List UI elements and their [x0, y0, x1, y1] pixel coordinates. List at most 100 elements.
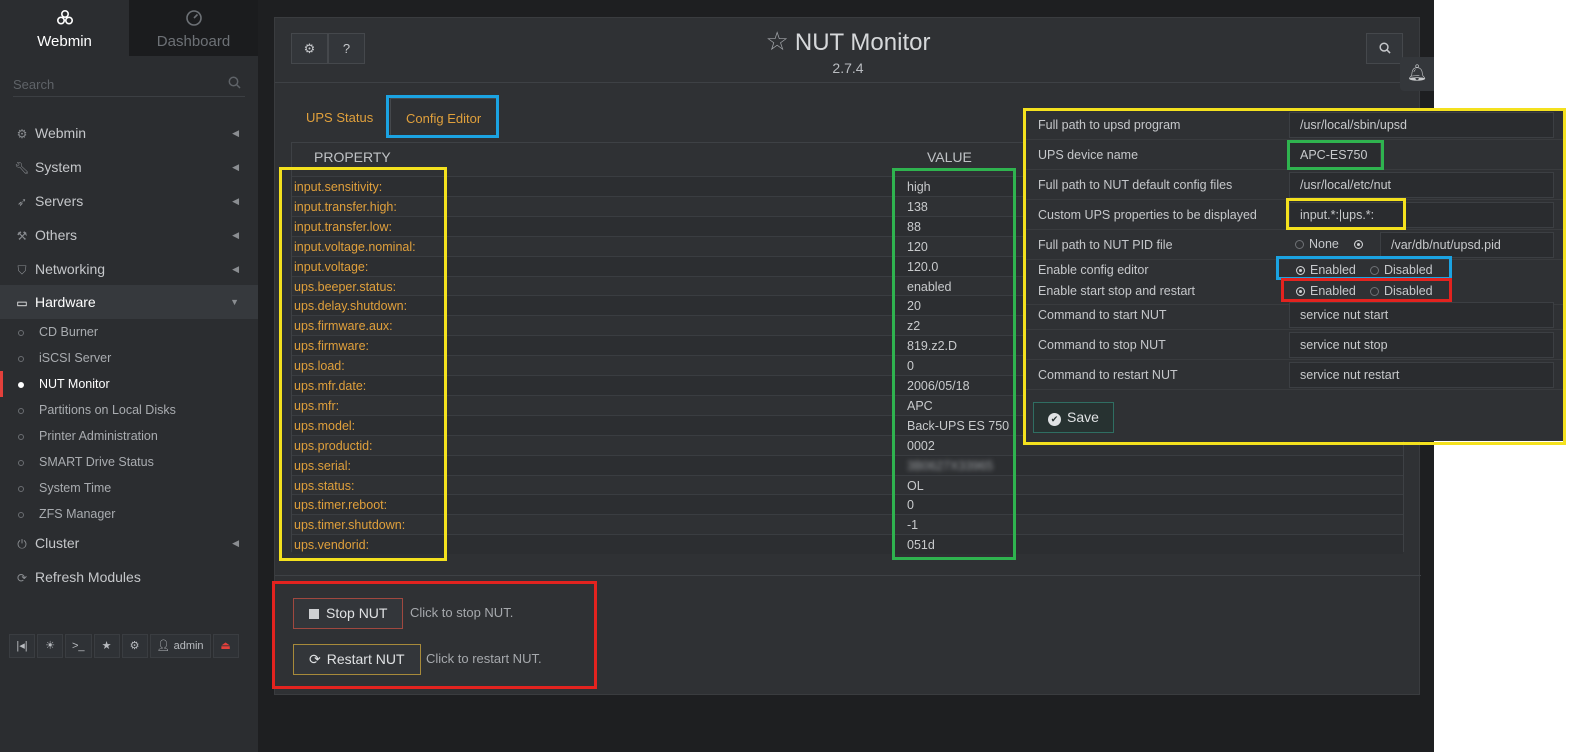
logout-icon[interactable]: ⏏: [212, 634, 239, 658]
restart-nut-label: Restart NUT: [326, 651, 405, 667]
sidebar-item-label: Refresh Modules: [35, 569, 141, 585]
tab-label: UPS Status: [306, 110, 374, 125]
stop-command-input[interactable]: service nut stop: [1289, 332, 1554, 358]
radio-dot: [1296, 266, 1305, 275]
theme-toggle-icon[interactable]: ☀: [37, 634, 63, 658]
rocket-icon: ➶: [16, 195, 28, 209]
sidebar: Webmin Dashboard ⚙Webmin◀ 🔧︎System◀ ➶Ser…: [0, 0, 258, 752]
restart-nut-button[interactable]: ⟳ Restart NUT: [293, 644, 421, 675]
start-stop-disabled-radio[interactable]: Disabled: [1370, 284, 1433, 298]
property-value: 0002: [907, 438, 935, 453]
gear-icon: ⚙: [16, 127, 28, 141]
dashboard-icon: [129, 9, 258, 27]
sidebar-item-networking[interactable]: ⛉Networking◀: [0, 252, 258, 286]
tab-webmin[interactable]: Webmin: [0, 0, 129, 56]
stop-nut-label: Stop NUT: [326, 605, 388, 621]
sidebar-subitem-iscsi-server[interactable]: iSCSI Server: [0, 345, 258, 371]
device-name-input[interactable]: APC-ES750: [1289, 142, 1381, 168]
sidebar-item-others[interactable]: ⚒Others◀: [0, 218, 258, 252]
config-editor-disabled-radio[interactable]: Disabled: [1370, 263, 1433, 277]
user-account-button[interactable]: 👤︎ admin: [149, 634, 211, 658]
header-divider: [275, 82, 1421, 83]
sidebar-item-servers[interactable]: ➶Servers◀: [0, 184, 258, 218]
restart-command-input[interactable]: service nut restart: [1289, 362, 1554, 388]
user-name: admin: [173, 640, 204, 652]
table-row: ups.timer.shutdown:-1: [292, 514, 1403, 534]
notifications-bell-icon[interactable]: 🔔︎: [1400, 57, 1434, 91]
tab-ups-status[interactable]: UPS Status: [291, 98, 388, 137]
start-command-input[interactable]: service nut start: [1289, 302, 1554, 328]
module-search-icon[interactable]: [1366, 33, 1403, 64]
property-key: ups.model:: [294, 418, 356, 433]
tab-config-editor[interactable]: Config Editor: [390, 98, 498, 137]
property-key: ups.productid:: [294, 438, 373, 453]
config-row-start-cmd: Command to start NUT service nut start: [1026, 300, 1565, 330]
sidebar-subitem-printer[interactable]: Printer Administration: [0, 423, 258, 449]
caret-left-icon: ◀: [232, 128, 239, 138]
sidebar-item-system[interactable]: 🔧︎System◀: [0, 150, 258, 184]
refresh-icon: ⟳: [309, 651, 321, 667]
sidebar-item-refresh-modules[interactable]: ⟳Refresh Modules: [0, 560, 258, 594]
webmin-logo-icon: [0, 9, 129, 27]
search-input[interactable]: [13, 72, 213, 96]
collapse-sidebar-icon[interactable]: |◂|: [9, 634, 35, 658]
module-config-gear-icon[interactable]: ⚙: [291, 33, 328, 64]
sidebar-item-label: Cluster: [35, 535, 80, 551]
sidebar-subitem-nut-monitor[interactable]: NUT Monitor: [0, 371, 258, 397]
sidebar-item-webmin[interactable]: ⚙Webmin◀: [0, 116, 258, 150]
caret-left-icon: ◀: [232, 230, 239, 240]
tab-dashboard[interactable]: Dashboard: [129, 0, 258, 56]
field-label: Full path to NUT default config files: [1038, 178, 1233, 192]
sidebar-item-cluster[interactable]: ⏻Cluster◀: [0, 526, 258, 560]
sidebar-item-label: Networking: [35, 261, 106, 277]
property-value: z2: [907, 319, 921, 334]
column-header-value: VALUE: [927, 149, 972, 165]
hdd-icon: ▭: [16, 296, 28, 310]
hammer-icon: ⚒: [16, 229, 28, 243]
sidebar-subitem-label: ZFS Manager: [39, 507, 116, 521]
save-button[interactable]: ✔Save: [1033, 402, 1114, 433]
property-value: APC: [907, 398, 933, 413]
pid-file-input[interactable]: /var/db/nut/upsd.pid: [1380, 232, 1554, 258]
table-row: ups.mfr:APC: [292, 394, 1403, 415]
help-icon[interactable]: ?: [328, 33, 365, 64]
custom-properties-input[interactable]: input.*:|ups.*:: [1289, 202, 1554, 228]
start-stop-enabled-radio[interactable]: Enabled: [1296, 284, 1356, 298]
sidebar-subitem-label: Printer Administration: [39, 429, 158, 443]
sidebar-subitem-smart[interactable]: SMART Drive Status: [0, 449, 258, 475]
field-label: Custom UPS properties to be displayed: [1038, 208, 1257, 222]
sidebar-subitem-zfs[interactable]: ZFS Manager: [0, 501, 258, 527]
config-row-pid-file: Full path to NUT PID file None /var/db/n…: [1026, 230, 1565, 260]
property-value: 0: [907, 498, 914, 513]
favorite-star-icon[interactable]: ☆: [765, 26, 789, 56]
sidebar-item-hardware[interactable]: ▭Hardware▼: [0, 285, 258, 319]
radio-label: Disabled: [1384, 263, 1433, 277]
sidebar-subitem-cd-burner[interactable]: CD Burner: [0, 319, 258, 345]
settings-cogs-icon[interactable]: ⚙: [121, 634, 148, 658]
pid-none-radio[interactable]: None: [1295, 237, 1339, 251]
sidebar-subitem-partitions[interactable]: Partitions on Local Disks: [0, 397, 258, 423]
config-editor-enabled-radio[interactable]: Enabled: [1296, 263, 1356, 277]
property-value: 138: [907, 199, 928, 214]
upsd-path-input[interactable]: /usr/local/sbin/upsd: [1289, 112, 1554, 138]
search-icon[interactable]: [228, 76, 241, 92]
property-value: 051d: [907, 538, 935, 553]
module-version: 2.7.4: [832, 60, 864, 76]
property-key: ups.vendorid:: [294, 538, 370, 553]
sidebar-search: [13, 72, 245, 97]
stop-nut-button[interactable]: Stop NUT: [293, 598, 404, 629]
sidebar-subitem-system-time[interactable]: System Time: [0, 475, 258, 501]
pid-custom-radio[interactable]: [1354, 237, 1368, 251]
property-key: ups.load:: [294, 359, 345, 374]
property-key: input.voltage:: [294, 259, 369, 274]
sidebar-subitem-label: iSCSI Server: [39, 351, 112, 365]
field-label: UPS device name: [1038, 148, 1139, 162]
terminal-icon[interactable]: >_: [65, 634, 92, 658]
config-dir-input[interactable]: /usr/local/etc/nut: [1289, 172, 1554, 198]
property-key: ups.firmware:: [294, 339, 370, 354]
table-row: ups.beeper.status:enabled: [292, 275, 1403, 296]
power-icon: ⏻: [17, 537, 27, 551]
favorites-star-icon[interactable]: ★: [93, 634, 120, 658]
user-icon: 👤︎: [156, 640, 171, 652]
table-row: ups.load:0: [292, 355, 1403, 375]
